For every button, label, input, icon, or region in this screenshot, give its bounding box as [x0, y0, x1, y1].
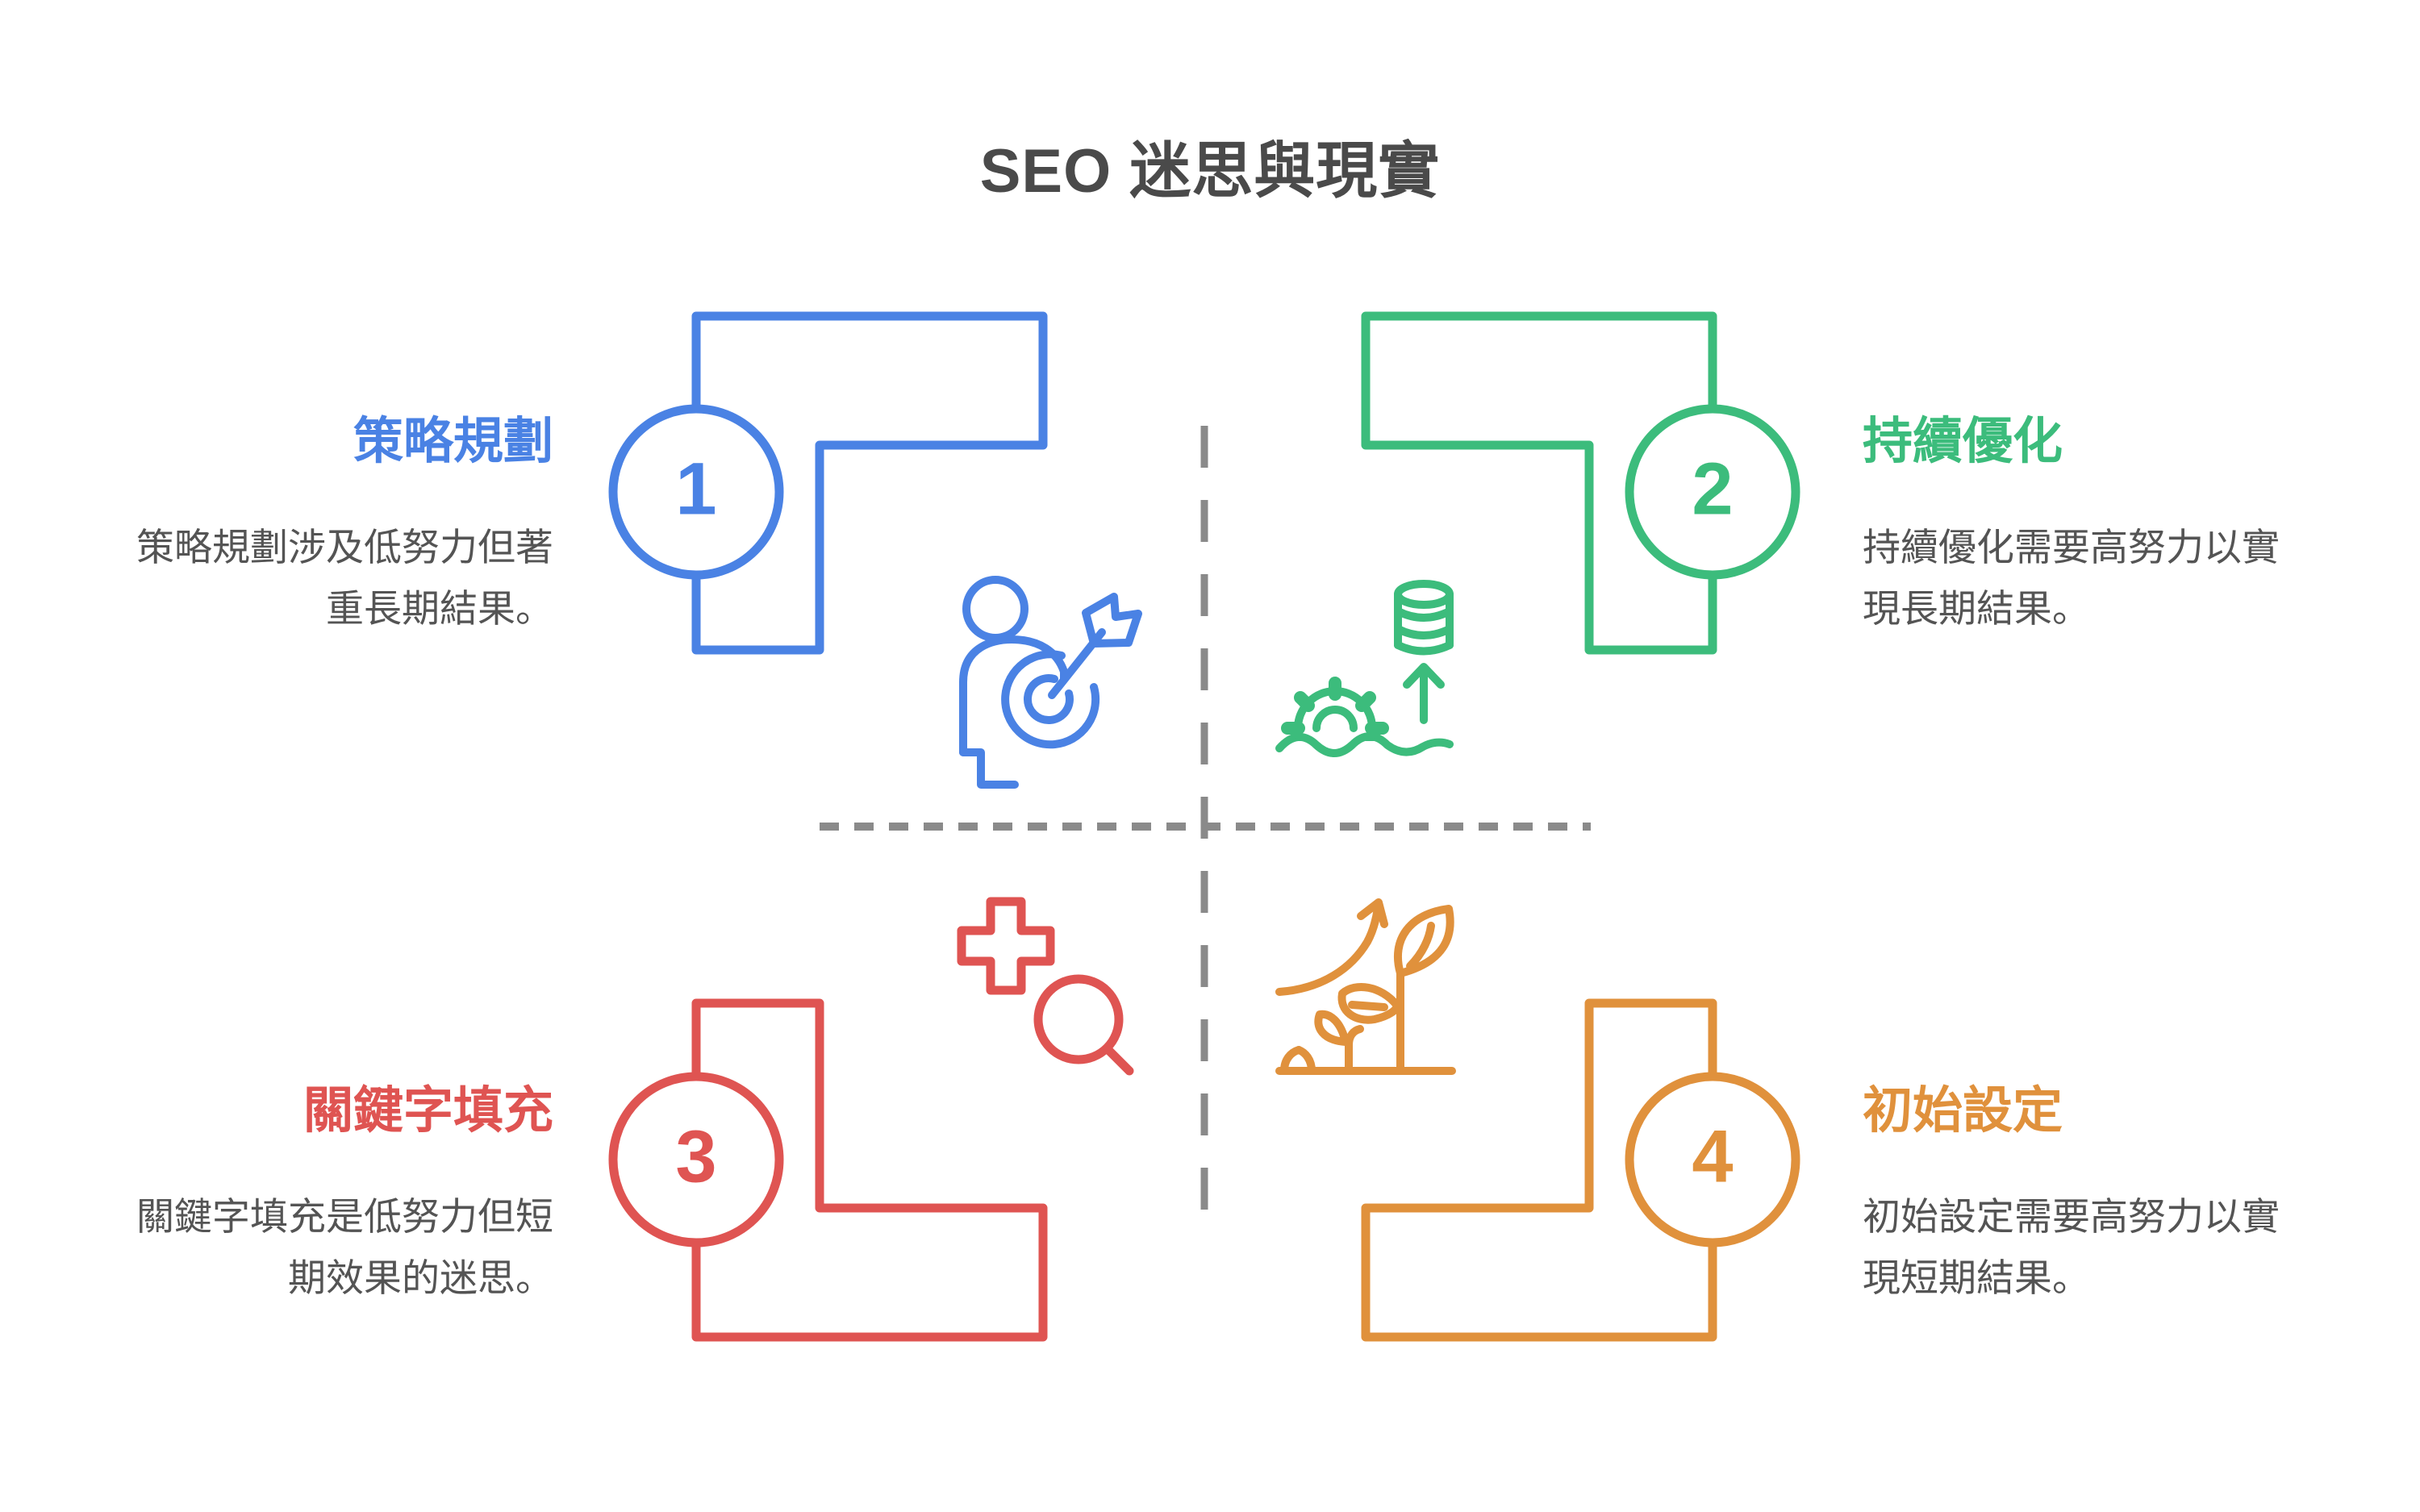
- quadrant-3-shape: [608, 998, 1048, 1342]
- quadrant-1-shape: [608, 311, 1048, 655]
- quadrant-3-text: 關鍵字填充 關鍵字填充是低努力但短期效果的迷思。: [118, 1079, 553, 1309]
- badge-number-1: 1: [675, 448, 717, 531]
- quadrant-1-title: 策略規劃: [353, 414, 553, 469]
- quadrant-3-title: 關鍵字填充: [302, 1083, 553, 1139]
- quadrant-1-description: 策略規劃涉及低努力但著重長期結果。: [136, 525, 553, 630]
- quadrant-4-title: 初始設定: [1863, 1083, 2063, 1139]
- quadrant-2-description: 持續優化需要高努力以實現長期結果。: [1863, 525, 2280, 630]
- badge-number-4: 4: [1692, 1115, 1734, 1198]
- quadrant-2-text: 持續優化 持續優化需要高努力以實現長期結果。: [1863, 410, 2298, 639]
- badge-number-3: 3: [675, 1115, 717, 1198]
- quadrant-4-shape: [1361, 998, 1800, 1342]
- quadrant-1-number-badge: [608, 404, 784, 580]
- quadrant-4-text: 初始設定 初始設定需要高努力以實現短期結果。: [1863, 1079, 2298, 1309]
- quadrant-4-description: 初始設定需要高努力以實現短期結果。: [1863, 1194, 2280, 1299]
- person-target-icon: [959, 576, 1142, 789]
- quadrant-1-text: 策略規劃 策略規劃涉及低努力但著重長期結果。: [118, 410, 553, 639]
- quadrant-2-number-badge: [1625, 404, 1800, 580]
- page-title: SEO 迷思與現實: [979, 137, 1441, 206]
- quadrant-3-description: 關鍵字填充是低努力但短期效果的迷思。: [136, 1194, 553, 1299]
- quadrant-4-number-badge: [1625, 1072, 1800, 1248]
- plant-growth-icon: [1275, 898, 1456, 1075]
- quadrant-2-title: 持續優化: [1863, 414, 2063, 469]
- badge-number-2: 2: [1692, 448, 1734, 531]
- plus-magnifier-icon: [957, 897, 1134, 1076]
- quadrant-3-number-badge: [608, 1072, 784, 1248]
- quadrant-2-shape: [1361, 311, 1800, 655]
- gear-database-growth-icon: [1275, 580, 1454, 757]
